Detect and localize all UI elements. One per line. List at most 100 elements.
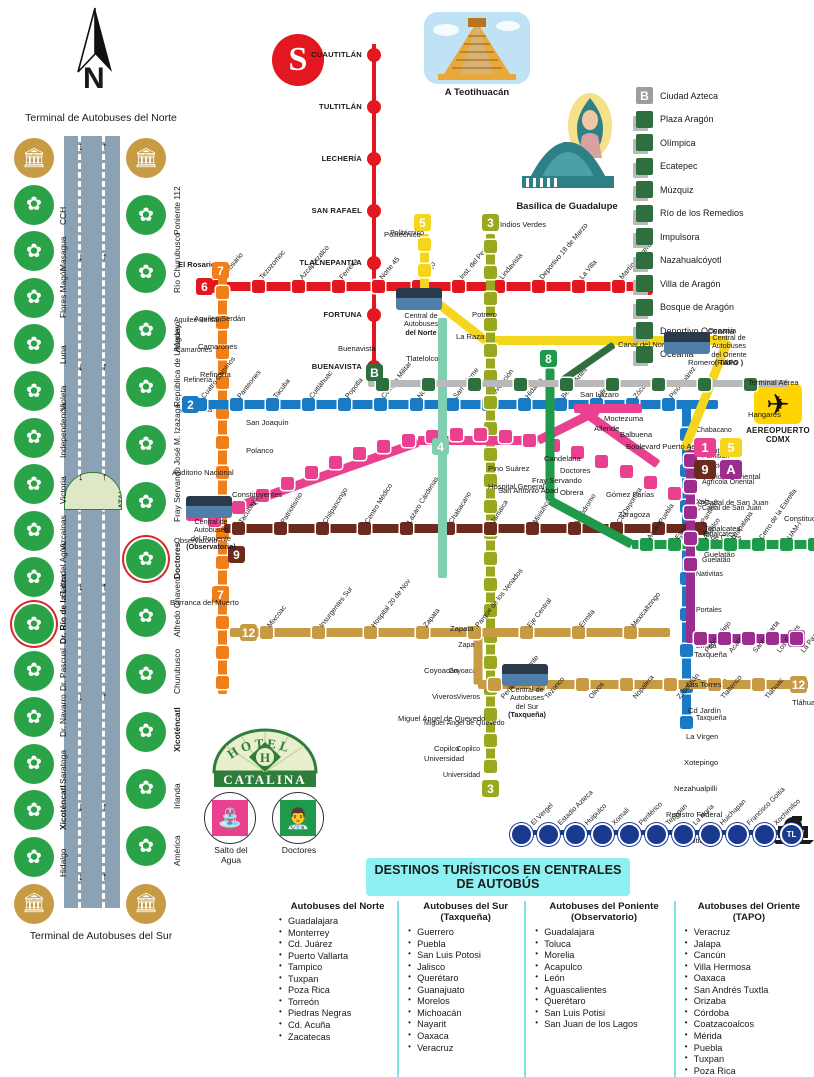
metro-station-l6-3[interactable] [332,280,345,293]
metro-station-l12-1[interactable] [312,626,325,639]
tren-ligero-station[interactable] [672,823,695,846]
line-badge-9[interactable]: 9 [694,460,716,479]
metro-station-l12-7[interactable] [624,626,637,639]
suburban-station-dot[interactable] [367,100,381,114]
metro-station-l8-4[interactable] [752,538,765,551]
line-badge-8[interactable]: 8 [540,350,557,367]
metrobus-station-stop[interactable]: ✿ [14,557,54,598]
metro-station-l1-7[interactable] [377,439,391,453]
metro-station-l8-6[interactable] [808,538,814,551]
line-badge-7[interactable]: 7 [212,586,229,603]
metro-station-l9-0[interactable] [232,522,245,535]
metro-station-l7-2[interactable] [216,346,229,359]
metro-station-l1-5[interactable] [329,455,343,469]
metro-station-l1-11[interactable] [474,428,488,442]
metro-station-l9-10[interactable] [652,522,665,535]
metro-station-l12-6[interactable] [572,626,585,639]
line-b-station-row[interactable]: Ecatepec [636,155,814,179]
metro-station-la-3[interactable] [684,532,697,545]
metro-station-l1-8[interactable] [401,434,415,448]
metro-station-l6-10[interactable] [612,280,625,293]
line-badge-3[interactable]: 3 [482,214,499,231]
metro-station-l2-5[interactable] [374,398,387,411]
metro-station-l3-4[interactable] [484,344,497,357]
legend-item[interactable]: 👨‍⚕️Doctores [272,792,326,858]
metro-station-l1-19[interactable] [668,487,681,501]
metro-station-l12e-4[interactable] [664,678,677,691]
metrobus-station-stop[interactable]: ✿ [14,510,54,551]
line-badge-5[interactable]: 5 [720,438,742,457]
metro-station-lb-8[interactable] [744,378,757,391]
metro-station-l9-7[interactable] [526,522,539,535]
line-badge-3[interactable]: 3 [482,780,499,797]
metro-station-l8-5[interactable] [780,538,793,551]
metro-station-l2-7[interactable] [446,398,459,411]
metro-station-l12-0[interactable] [260,626,273,639]
line-b-station-row[interactable]: Impulsora [636,225,814,249]
line-badge-a[interactable]: A [720,460,742,479]
metro-station-l6-7[interactable] [492,280,505,293]
metro-station-l3-19[interactable] [484,734,497,747]
metro-station-l3-18[interactable] [484,708,497,721]
line-badge-4[interactable]: 4 [432,438,449,455]
metro-station-l12-3[interactable] [416,626,429,639]
line-b-station-row[interactable]: Río de los Remedios [636,202,814,226]
suburban-station-dot[interactable] [367,48,381,62]
metro-station-lb-0[interactable] [376,378,389,391]
metro-station-l2s-6[interactable] [680,644,693,657]
metrobus-station-stop[interactable]: ✿ [14,324,54,365]
metro-station-l3-12[interactable] [484,552,497,565]
metro-station-l2-6[interactable] [410,398,423,411]
metro-station-l2-13[interactable] [662,398,675,411]
metro-station-l2s-8[interactable] [680,716,693,729]
metro-station-l5-1[interactable] [418,264,431,277]
metro-station-l7-11[interactable] [216,616,229,629]
metro-station-lb-3[interactable] [514,378,527,391]
metrobus-station-stop[interactable]: ✿ [126,367,166,408]
line-b-station-row[interactable]: Múzquiz [636,178,814,202]
tren-ligero-station[interactable] [618,823,641,846]
metro-station-l8-0[interactable] [640,538,653,551]
metrobus-station-stop[interactable]: ✿ [126,768,166,809]
metro-station-lb-2[interactable] [468,378,481,391]
metro-station-l3-16[interactable] [484,656,497,669]
metro-station-lat-1[interactable] [718,632,731,645]
metro-station-l9-2[interactable] [316,522,329,535]
metro-station-l3-20[interactable] [484,760,497,773]
metro-station-l9-11[interactable] [694,522,707,535]
metro-station-l12-5[interactable] [520,626,533,639]
metro-station-l12e-2[interactable] [576,678,589,691]
tren-ligero-station[interactable] [510,823,533,846]
metro-station-l1-17[interactable] [619,464,633,478]
metrobus-station-stop[interactable]: ✿ [14,650,54,691]
metrobus-station-stop[interactable]: ✿ [126,826,166,867]
metro-station-lat-3[interactable] [766,632,779,645]
suburban-station-dot[interactable] [367,308,381,322]
metro-station-l12e-5[interactable] [708,678,721,691]
metrobus-station-stop[interactable]: ✿ [14,837,54,877]
metro-station-l9-3[interactable] [358,522,371,535]
metrobus-station-stop[interactable]: ✿ [14,604,54,644]
metro-station-l1-10[interactable] [450,428,464,442]
metro-station-l3-6[interactable] [484,396,497,409]
line-b-station-row[interactable]: Oceania [636,343,814,367]
metro-station-la-4[interactable] [684,558,697,571]
line-b-station-row[interactable]: Deportivo Oceania [636,319,814,343]
metro-station-l7-9[interactable] [216,556,229,569]
metrobus-station-stop[interactable]: ✿ [14,277,54,318]
line-badge-6[interactable]: 6 [196,278,213,295]
metro-station-l7-1[interactable] [216,316,229,329]
tren-ligero-station[interactable] [699,823,722,846]
metro-station-l1-6[interactable] [353,447,367,461]
metrobus-station-stop[interactable]: ✿ [14,697,54,738]
metro-station-l3-10[interactable] [484,500,497,513]
line-badge-7[interactable]: 7 [212,262,229,279]
line-b-station-row[interactable]: Bosque de Aragón [636,296,814,320]
line-badge-12[interactable]: 12 [790,676,807,693]
bus-terminal-stop[interactable]: 🏛 [14,883,54,924]
metro-station-l2-10[interactable] [554,398,567,411]
metro-station-l1-2[interactable] [256,488,270,502]
metro-station-lb-5[interactable] [606,378,619,391]
bus-terminal-icon-norte[interactable] [396,288,442,310]
metrobus-station-stop[interactable]: ✿ [126,424,166,465]
